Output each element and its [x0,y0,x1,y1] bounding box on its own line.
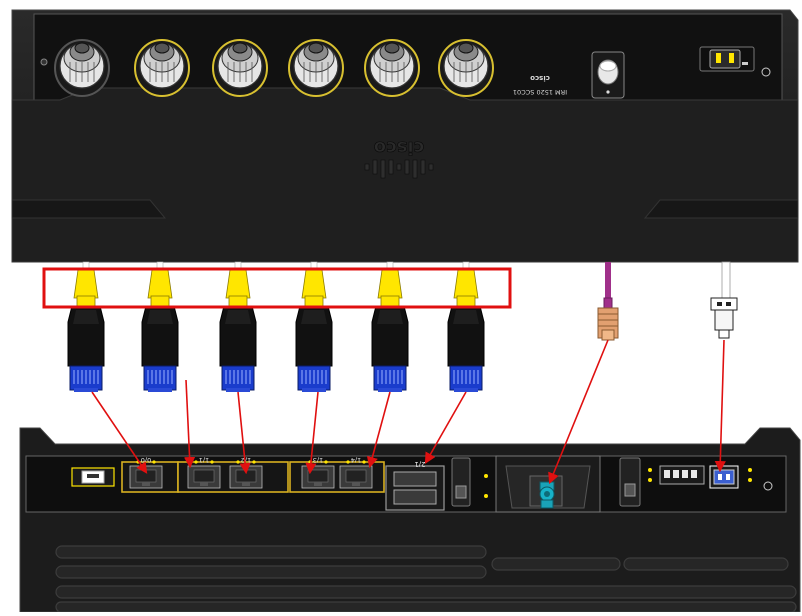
connection-arrow-4 [305,391,319,475]
connection-arrow-1 [91,391,148,474]
gpio-connector[interactable] [659,465,705,485]
ethernet-port-5[interactable]: 1/4 [339,456,373,489]
teal-coax-jack[interactable] [539,481,555,509]
cable-gland-4[interactable] [288,39,344,97]
ethernet-port-label: 1/4 [351,456,361,464]
yellow-cable-boot [73,269,99,299]
led-indicator-6 [748,478,752,482]
console-port[interactable] [71,467,115,487]
rj45-cable-1 [67,261,105,392]
coax-antenna-port[interactable] [591,51,625,99]
ground-symbol-icon [763,481,773,491]
power-input-port[interactable] [709,465,739,489]
ethernet-ports: 0/0 1/1 1/2 1/3 1/4 [121,456,385,493]
connection-arrows [91,339,726,485]
panel-brand-text: cisco [530,74,550,82]
yellow-cable-boot [147,269,173,299]
yellow-cable-boot [453,269,479,299]
cable-gland-6[interactable] [438,39,494,97]
top-cable-glands [54,39,494,97]
connection-arrow-7 [548,339,609,485]
rj45-cable-3 [219,261,257,392]
top-rib-left [11,199,167,219]
led-indicator-1 [484,474,488,478]
cable-gland-2[interactable] [134,39,190,97]
top-rib-right [643,199,799,219]
rj45-cable-4 [295,261,333,392]
power-cable [710,261,738,339]
connection-arrow-2 [183,379,196,469]
power-connector[interactable] [699,46,771,77]
ethernet-port-label: 1/3 [313,456,323,464]
connection-arrow-3 [237,391,251,475]
sfp-port-label: 2/1 [414,460,425,468]
sfp-port[interactable]: 2/1 [385,460,445,511]
ethernet-port-3[interactable]: 1/2 [229,456,263,489]
reset-button[interactable] [451,457,471,507]
bottom-router-unit: 0/0 1/1 1/2 1/3 1/4 2/1 [19,427,801,613]
cisco-logo-emboss-text: cisco [374,137,425,158]
yellow-cable-boot [377,269,403,299]
power-plug [710,297,738,339]
cable-gland-5[interactable] [364,39,420,97]
aux-slot[interactable] [619,457,641,507]
connection-arrow-6 [424,391,467,464]
rj45-cable-2 [141,261,179,392]
panel-model-text: IRM 1520 SCC01 [513,88,567,96]
cable-gland-3[interactable] [212,39,268,97]
ethernet-port-2[interactable]: 1/1 [187,456,221,489]
ethernet-port-label: 1/1 [199,456,209,464]
led-indicator-2 [484,494,488,498]
sma-connector [597,307,619,341]
connection-arrow-8 [714,339,726,473]
top-router-unit: cisco IRM 1520 SCC01 cisco [11,9,799,263]
highlight-box [42,267,512,309]
led-indicator-3 [648,468,652,472]
coax-cable [597,262,619,341]
rj45-cables [67,261,485,392]
connection-arrow-5 [366,391,391,469]
top-screw-left [40,58,48,66]
rj45-cable-6 [447,261,485,392]
cable-gland-1[interactable] [54,39,110,97]
rj45-cable-5 [371,261,409,392]
yellow-cable-boot [301,269,327,299]
ethernet-port-label: 0/0 [141,456,151,464]
cisco-logo-emboss: cisco [364,137,434,179]
yellow-cable-boot [225,269,251,299]
ethernet-port-label: 1/2 [241,456,251,464]
led-indicator-5 [748,468,752,472]
led-indicator-4 [648,478,652,482]
bottom-cooling-ribs [55,545,797,613]
top-chassis-skirt [11,87,799,263]
cisco-logo-panel: IRM 1520 SCC01 cisco [513,74,567,96]
